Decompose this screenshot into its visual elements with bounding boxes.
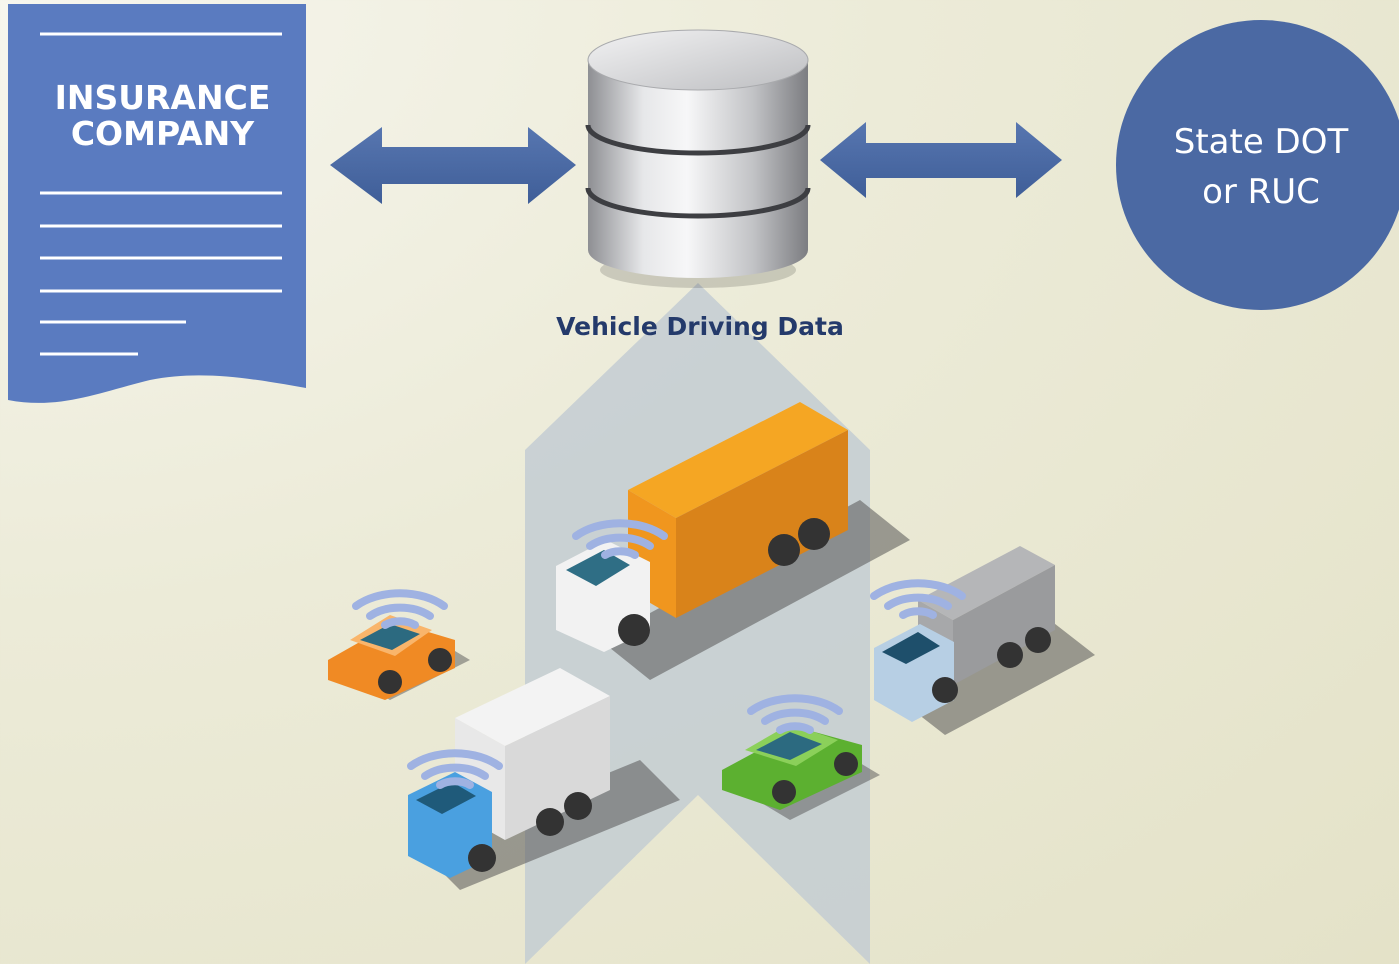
gray-truck [874,546,1095,735]
insurance-title-line2: COMPANY [70,114,255,153]
state-dot-circle [1116,20,1399,310]
left-double-arrow-icon [330,127,576,204]
orange-truck [556,402,910,680]
database-label: Vehicle Driving Data [556,312,844,341]
insurance-company-title: INSURANCE COMPANY [40,80,285,152]
orange-car [328,593,470,700]
state-label-line1: State DOT [1173,122,1349,162]
state-dot-label: State DOT or RUC [1116,117,1399,217]
insurance-title-line1: INSURANCE [54,78,271,117]
white-truck [408,668,680,890]
state-label-line2: or RUC [1202,172,1320,212]
green-car [722,698,880,820]
right-double-arrow-icon [820,122,1062,198]
